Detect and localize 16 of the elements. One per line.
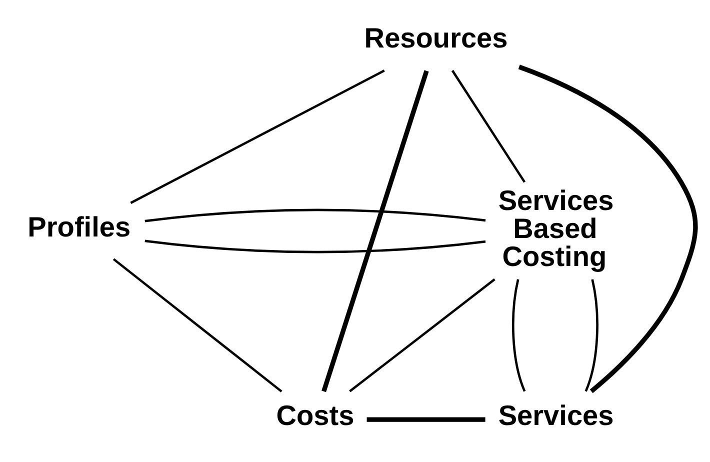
node-text: Resources: [364, 22, 508, 54]
node-text: Costs: [276, 400, 354, 431]
connector: [144, 208, 486, 222]
connector: [321, 70, 428, 392]
connector: [512, 279, 526, 392]
node-text: Services Based Costing: [498, 184, 614, 272]
node-text: Services: [498, 400, 614, 431]
connector: [518, 64, 698, 394]
connector: [144, 240, 486, 254]
connector: [366, 417, 485, 422]
node-text: Profiles: [27, 211, 130, 242]
connector: [130, 70, 384, 204]
connector: [584, 279, 598, 392]
connector: [348, 278, 495, 392]
connector: [450, 70, 526, 183]
connector: [112, 258, 282, 392]
